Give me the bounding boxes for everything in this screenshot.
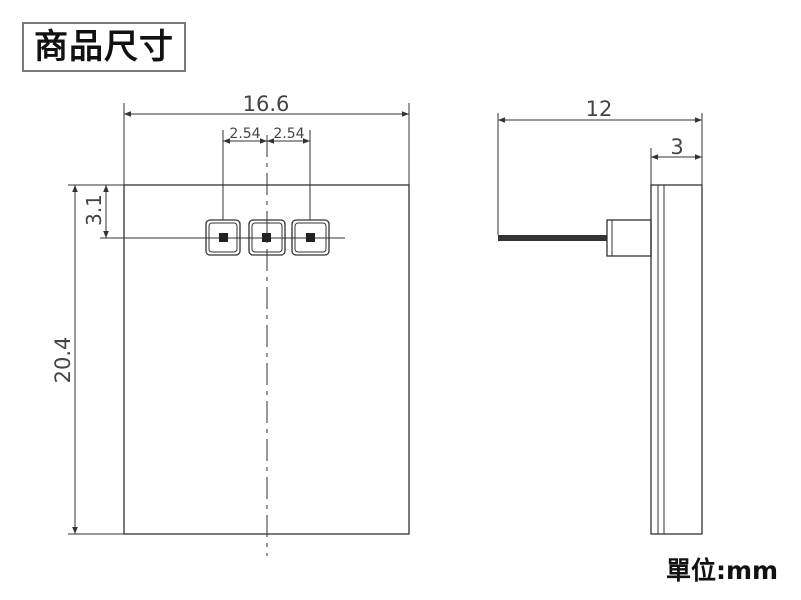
thickness-label: 3 <box>670 135 683 159</box>
page-title: 商品尺寸 <box>34 27 174 67</box>
side-connector-housing <box>606 219 652 257</box>
pitch-label-1: 2.54 <box>229 126 260 142</box>
unit-label: 單位:mm <box>666 556 779 585</box>
side-body-outline <box>650 184 703 535</box>
pin-offset-label: 3.1 <box>82 194 106 226</box>
pin-pad-2 <box>248 219 286 256</box>
height-label: 20.4 <box>51 337 75 384</box>
pitch-label-2: 2.54 <box>273 126 304 142</box>
width-label: 16.6 <box>243 92 290 116</box>
title-box: 商品尺寸 <box>22 22 186 72</box>
front-view <box>68 103 410 556</box>
length-label: 12 <box>586 97 613 121</box>
side-pin <box>498 235 607 241</box>
side-view <box>497 113 703 535</box>
